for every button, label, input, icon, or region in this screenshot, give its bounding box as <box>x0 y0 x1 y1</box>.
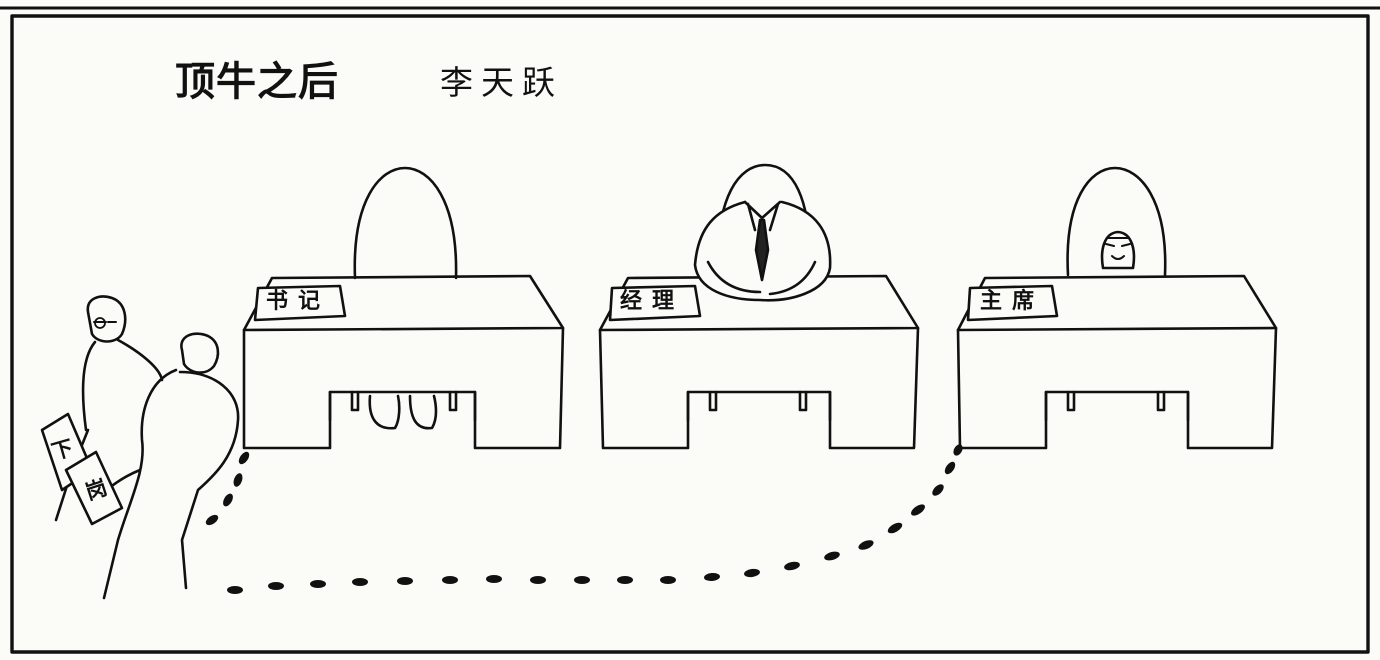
collar <box>743 200 782 232</box>
nameplate <box>608 284 702 322</box>
peeking-face <box>1100 230 1136 270</box>
author-name: 李天跃 <box>440 63 563 102</box>
desk-knob <box>798 390 808 412</box>
cartoon-title: 顶牛之后 <box>175 59 339 105</box>
tie <box>754 218 770 282</box>
desk-front <box>956 326 1278 450</box>
chair-back <box>1066 166 1167 277</box>
desk-knob <box>708 390 718 412</box>
desk-knob <box>448 390 458 412</box>
paper-dismissal-2 <box>64 450 124 526</box>
desk-secretary <box>242 166 565 450</box>
desk-chairman <box>956 166 1278 450</box>
desk-front <box>242 326 565 450</box>
desk-knob <box>1066 390 1076 412</box>
leaving-men <box>40 295 240 600</box>
body-front-man <box>102 368 240 600</box>
panel-border <box>10 14 1370 654</box>
hidden-legs <box>368 394 438 430</box>
nameplate-label-secretary: 书记 <box>266 289 331 314</box>
footprint-trail <box>205 444 963 594</box>
desk-knob <box>350 390 360 412</box>
desk-knob <box>1156 390 1166 412</box>
nameplate <box>253 284 347 322</box>
arms <box>706 260 817 296</box>
desk-front <box>598 326 920 450</box>
desk-manager <box>598 163 920 450</box>
nameplate <box>966 284 1059 322</box>
head-front-man <box>180 332 220 374</box>
head-glasses-man <box>86 295 127 343</box>
nameplate-label-chairman: 主席 <box>980 289 1045 314</box>
chair-back <box>353 166 458 280</box>
nameplate-label-manager: 经理 <box>620 289 685 314</box>
